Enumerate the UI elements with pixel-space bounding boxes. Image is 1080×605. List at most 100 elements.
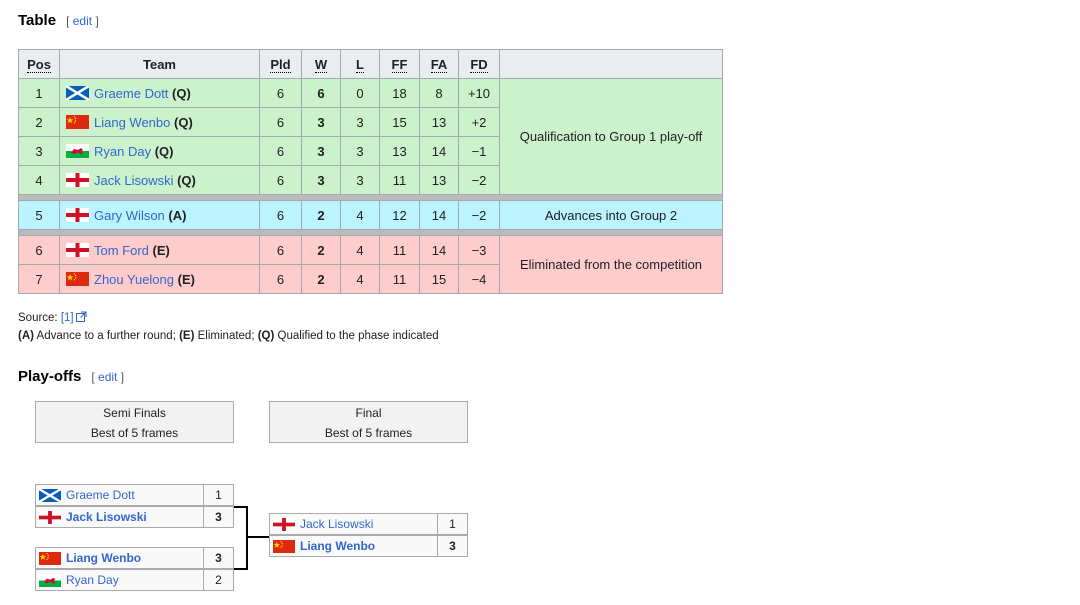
source-line: Source: [1] <box>18 311 87 325</box>
cell-ff: 15 <box>379 107 420 137</box>
player-link[interactable]: Liang Wenbo <box>66 551 142 565</box>
bracket-score: 3 <box>204 506 234 528</box>
table-edit-link-wrap: [ edit ] <box>66 14 99 28</box>
header-fa[interactable]: FA <box>419 49 459 79</box>
cell-team: Ryan Day (Q) <box>59 136 260 166</box>
connector-line <box>246 506 248 570</box>
cell-fa: 14 <box>419 235 459 265</box>
bracket-score: 3 <box>204 547 234 569</box>
cell-fd: −1 <box>458 136 500 166</box>
legend-a-text: Advance to a further round; <box>33 330 180 342</box>
scotland-flag-icon <box>66 85 89 100</box>
team-link[interactable]: Liang Wenbo <box>94 114 171 130</box>
cell-w: 3 <box>301 107 341 137</box>
team-link[interactable]: Ryan Day <box>94 143 152 159</box>
team-link[interactable]: Tom Ford <box>94 242 149 258</box>
cell-w: 6 <box>301 78 341 108</box>
bracket-player: Jack Lisowski <box>269 513 438 535</box>
england-flag-icon <box>66 242 89 257</box>
source-ref-link[interactable]: [1] <box>60 312 74 324</box>
wales-flag-icon <box>39 573 61 587</box>
team-tag: (Q) <box>154 143 174 159</box>
cell-fd: +2 <box>458 107 500 137</box>
cell-fd: −2 <box>458 200 500 230</box>
team-link[interactable]: Gary Wilson <box>94 207 165 223</box>
round-name: Final <box>355 406 382 420</box>
cell-pos: 1 <box>18 78 60 108</box>
wales-flag-icon <box>66 143 89 158</box>
player-link[interactable]: Ryan Day <box>66 573 119 587</box>
player-link[interactable]: Liang Wenbo <box>300 539 376 553</box>
legend-q-key: (Q) <box>257 330 275 342</box>
header-ff[interactable]: FF <box>379 49 420 79</box>
cell-team: Graeme Dott (Q) <box>59 78 260 108</box>
cell-fd: −4 <box>458 264 500 294</box>
header-pld[interactable]: Pld <box>259 49 302 79</box>
cell-ff: 13 <box>379 136 420 166</box>
cell-pld: 6 <box>259 136 302 166</box>
legend-line: (A) Advance to a further round; (E) Elim… <box>18 330 439 342</box>
note-qualification: Qualification to Group 1 play-off <box>499 78 723 195</box>
bracket-slot: Jack Lisowski 3 <box>35 506 234 528</box>
header-w[interactable]: W <box>301 49 341 79</box>
cell-fd: −3 <box>458 235 500 265</box>
bracket-score: 3 <box>438 535 468 557</box>
table-heading-title: Table <box>18 12 57 29</box>
cell-pos: 5 <box>18 200 60 230</box>
england-flag-icon <box>273 517 295 531</box>
bracket-slot: Liang Wenbo 3 <box>269 535 468 557</box>
playoffs-edit-link[interactable]: edit <box>98 370 118 384</box>
scotland-flag-icon <box>39 488 61 502</box>
player-link[interactable]: Jack Lisowski <box>66 510 147 524</box>
header-l[interactable]: L <box>340 49 380 79</box>
bracket-score: 1 <box>204 484 234 506</box>
cell-l: 4 <box>340 200 380 230</box>
player-link[interactable]: Graeme Dott <box>66 488 135 502</box>
header-fd[interactable]: FD <box>458 49 500 79</box>
cell-w: 2 <box>301 235 341 265</box>
cell-pos: 4 <box>18 165 60 195</box>
playoffs-heading: Play-offs[ edit ] <box>18 368 124 385</box>
connector-line <box>234 568 247 570</box>
table-heading: Table [ edit ] <box>18 12 99 29</box>
cell-team: Tom Ford (E) <box>59 235 260 265</box>
team-link[interactable]: Zhou Yuelong <box>94 271 174 287</box>
team-tag: (E) <box>152 242 170 258</box>
round-format: Best of 5 frames <box>90 426 179 440</box>
table-edit-link[interactable]: edit <box>72 14 93 28</box>
header-pos[interactable]: Pos <box>18 49 60 79</box>
legend-a-key: (A) <box>18 330 34 342</box>
bracket-player: Liang Wenbo <box>35 547 204 569</box>
bracket-slot: Graeme Dott 1 <box>35 484 234 506</box>
team-link[interactable]: Jack Lisowski <box>94 172 174 188</box>
china-flag-icon <box>39 551 61 565</box>
header-note <box>499 49 723 79</box>
cell-l: 3 <box>340 165 380 195</box>
china-flag-icon <box>273 539 295 553</box>
cell-l: 4 <box>340 264 380 294</box>
connector-line <box>246 536 269 538</box>
team-tag: (Q) <box>172 85 191 101</box>
note-eliminated: Eliminated from the competition <box>499 235 723 294</box>
england-flag-icon <box>39 510 61 524</box>
cell-w: 3 <box>301 165 341 195</box>
round-name: Semi Finals <box>103 406 166 420</box>
round-header-semis: Semi Finals Best of 5 frames <box>35 401 234 443</box>
external-link-icon <box>75 311 87 325</box>
cell-fd: +10 <box>458 78 500 108</box>
player-link[interactable]: Jack Lisowski <box>300 517 374 531</box>
cell-ff: 11 <box>379 235 420 265</box>
cell-ff: 11 <box>379 264 420 294</box>
cell-pld: 6 <box>259 200 302 230</box>
cell-pos: 2 <box>18 107 60 137</box>
cell-fa: 13 <box>419 107 459 137</box>
team-link[interactable]: Graeme Dott <box>94 85 169 101</box>
england-flag-icon <box>66 172 89 187</box>
table-header-row: Pos Team Pld W L FF FA FD <box>18 49 723 79</box>
cell-fa: 14 <box>419 200 459 230</box>
cell-l: 0 <box>340 78 380 108</box>
